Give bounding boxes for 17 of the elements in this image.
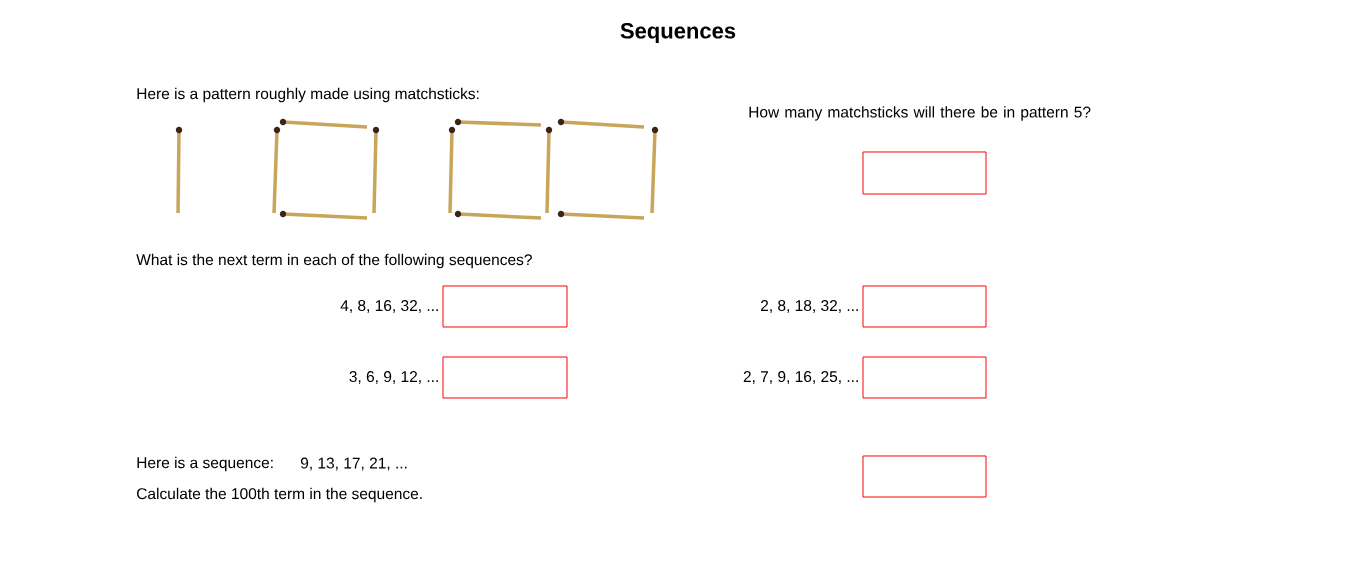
question-text: What is the next term in each of the following sequences? xyxy=(136,253,532,269)
answer-box xyxy=(862,356,987,399)
answer-box xyxy=(862,151,987,195)
question-text: Calculate the 100th term in the sequence. xyxy=(137,487,422,503)
question-text: 9, 13, 17, 21, ... xyxy=(300,457,407,471)
answer-box xyxy=(862,455,987,498)
question-text: Here is a pattern roughly made using matchsticks: xyxy=(137,87,479,103)
sequence-text: 2, 7, 9, 16, 25, ... xyxy=(743,371,858,384)
answer-box xyxy=(442,356,568,399)
question-text: How many matchsticks will there be in pattern 5? xyxy=(749,106,1091,121)
answer-box xyxy=(442,285,568,328)
title: Sequences xyxy=(620,23,736,43)
sequence-text: 4, 8, 16, 32, ... xyxy=(340,300,438,313)
sequence-text: 3, 6, 9, 12, ... xyxy=(349,371,438,384)
answer-box xyxy=(862,285,987,328)
question-text: Here is a sequence: xyxy=(137,456,273,472)
sequence-text: 2, 8, 18, 32, ... xyxy=(761,300,858,313)
